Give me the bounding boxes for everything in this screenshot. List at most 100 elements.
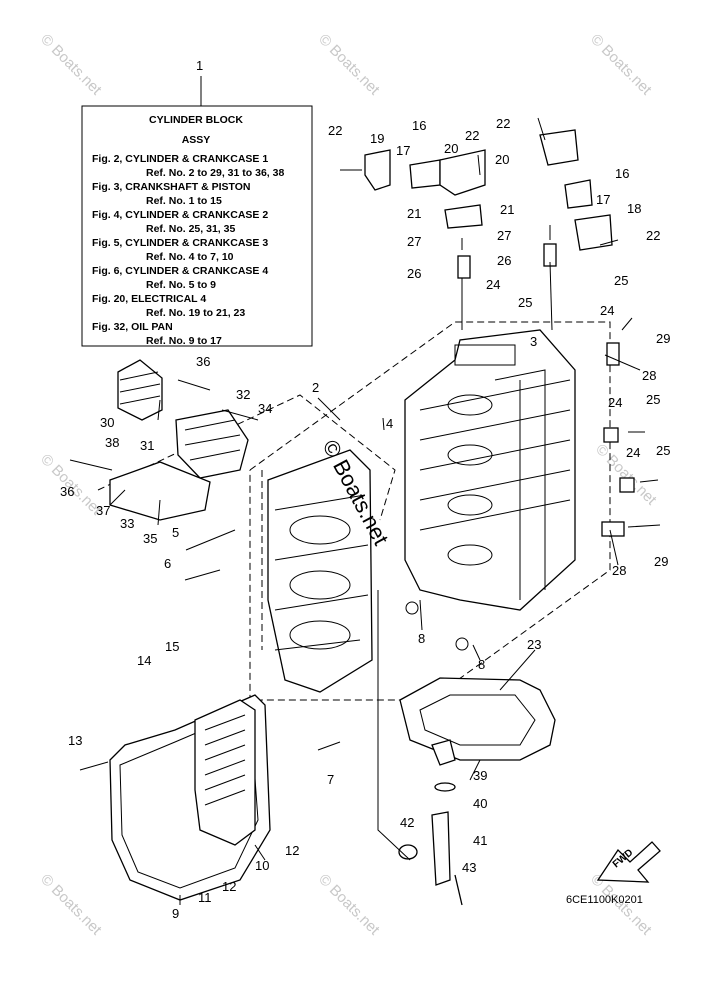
- callout-17: 17: [596, 192, 610, 207]
- callout-9: 9: [172, 906, 179, 921]
- thermostat-fittings: [364, 129, 635, 537]
- callout-18: 18: [627, 201, 641, 216]
- callout-17: 17: [396, 143, 410, 158]
- legend: CYLINDER BLOCK ASSY Fig. 2, CYLINDER & C…: [81, 76, 313, 347]
- callout-21: 21: [500, 202, 514, 217]
- callout-8: 8: [418, 631, 425, 646]
- legend-line: Fig. 5, CYLINDER & CRANKCASE 3: [92, 237, 268, 249]
- callout-27: 27: [407, 234, 421, 249]
- callout-13: 13: [68, 733, 82, 748]
- callout-19: 19: [370, 131, 384, 146]
- callout-22: 22: [646, 228, 660, 243]
- callout-31: 31: [140, 438, 154, 453]
- callout-33: 33: [120, 516, 134, 531]
- callout-16: 16: [615, 166, 629, 181]
- callout-32: 32: [236, 387, 250, 402]
- callout-25: 25: [656, 443, 670, 458]
- callout-21: 21: [407, 206, 421, 221]
- callout-38: 38: [105, 435, 119, 450]
- legend-line: Fig. 3, CRANKSHAFT & PISTON: [92, 181, 250, 193]
- callout-24: 24: [486, 277, 500, 292]
- fwd-arrow: FWD: [596, 841, 661, 883]
- watermark: © Boats.net: [315, 31, 383, 99]
- cylinder-block: [404, 329, 576, 611]
- legend-line: Ref. No. 9 to 17: [146, 335, 222, 347]
- callout-43: 43: [462, 860, 476, 875]
- watermark: © Boats.net: [587, 31, 655, 99]
- callout-23: 23: [527, 637, 541, 652]
- callout-36: 36: [60, 484, 74, 499]
- legend-line: Ref. No. 4 to 7, 10: [146, 251, 234, 263]
- callout-25: 25: [646, 392, 660, 407]
- legend-line: Fig. 32, OIL PAN: [92, 321, 173, 333]
- callout-10: 10: [255, 858, 269, 873]
- callout-30: 30: [100, 415, 114, 430]
- callout-34: 34: [258, 401, 272, 416]
- callout-29: 29: [656, 331, 670, 346]
- watermark: © Boats.net: [315, 871, 383, 939]
- callout-3: 3: [530, 334, 537, 349]
- callout-35: 35: [143, 531, 157, 546]
- callout-7: 7: [327, 772, 334, 787]
- legend-line: CYLINDER BLOCK: [149, 114, 243, 126]
- callout-27: 27: [497, 228, 511, 243]
- legend-line: ASSY: [182, 134, 211, 146]
- callout-39: 39: [473, 768, 487, 783]
- legend-box: [81, 105, 313, 347]
- bolts: [69, 117, 661, 771]
- leader-lines: [109, 261, 641, 905]
- legend-line: Ref. No. 19 to 21, 23: [146, 307, 245, 319]
- callout-12: 12: [285, 843, 299, 858]
- oil-pipe-parts: [398, 739, 463, 906]
- callout-22: 22: [465, 128, 479, 143]
- callout-42: 42: [400, 815, 414, 830]
- callout-40: 40: [473, 796, 487, 811]
- oil-pan-gasket: [399, 677, 556, 761]
- callout-6: 6: [164, 556, 171, 571]
- callout-2: 2: [312, 380, 319, 395]
- callout-26: 26: [497, 253, 511, 268]
- callout-24: 24: [626, 445, 640, 460]
- callout-37: 37: [96, 503, 110, 518]
- callout-8: 8: [478, 657, 485, 672]
- callout-29: 29: [654, 554, 668, 569]
- callout-26: 26: [407, 266, 421, 281]
- callout-1: 1: [196, 58, 203, 73]
- callout-20: 20: [444, 141, 458, 156]
- callout-24: 24: [600, 303, 614, 318]
- watermark: © Boats.net: [37, 31, 105, 99]
- callout-20: 20: [495, 152, 509, 167]
- callouts: 1 22 19 17 16 20 22 22 20 16 17 18 22 21…: [60, 58, 670, 921]
- callout-4: 4: [386, 416, 393, 431]
- callout-41: 41: [473, 833, 487, 848]
- diagram-code: 6CE1100K0201: [566, 894, 643, 906]
- legend-line: Ref. No. 5 to 9: [146, 279, 216, 291]
- legend-line: Ref. No. 2 to 29, 31 to 36, 38: [146, 167, 284, 179]
- legend-line: Ref. No. 1 to 15: [146, 195, 222, 207]
- crankcase: [267, 449, 373, 693]
- callout-5: 5: [172, 525, 179, 540]
- legend-line: Fig. 4, CYLINDER & CRANKCASE 2: [92, 209, 268, 221]
- callout-28: 28: [612, 563, 626, 578]
- callout-22: 22: [328, 123, 342, 138]
- watermark: © Boats.net: [37, 871, 105, 939]
- callout-12: 12: [222, 879, 236, 894]
- legend-line: Fig. 2, CYLINDER & CRANKCASE 1: [92, 153, 268, 165]
- callout-15: 15: [165, 639, 179, 654]
- legend-line: Fig. 6, CYLINDER & CRANKCASE 4: [92, 265, 268, 277]
- oil-filter: [109, 359, 249, 521]
- cover-assembly: [109, 694, 271, 901]
- callout-25: 25: [614, 273, 628, 288]
- callout-24: 24: [608, 395, 622, 410]
- legend-line: Fig. 20, ELECTRICAL 4: [92, 293, 206, 305]
- callout-25: 25: [518, 295, 532, 310]
- callout-11: 11: [198, 890, 212, 905]
- callout-16: 16: [412, 118, 426, 133]
- callout-22: 22: [496, 116, 510, 131]
- callout-28: 28: [642, 368, 656, 383]
- callout-14: 14: [137, 653, 151, 668]
- callout-36: 36: [196, 354, 210, 369]
- legend-line: Ref. No. 25, 31, 35: [146, 223, 235, 235]
